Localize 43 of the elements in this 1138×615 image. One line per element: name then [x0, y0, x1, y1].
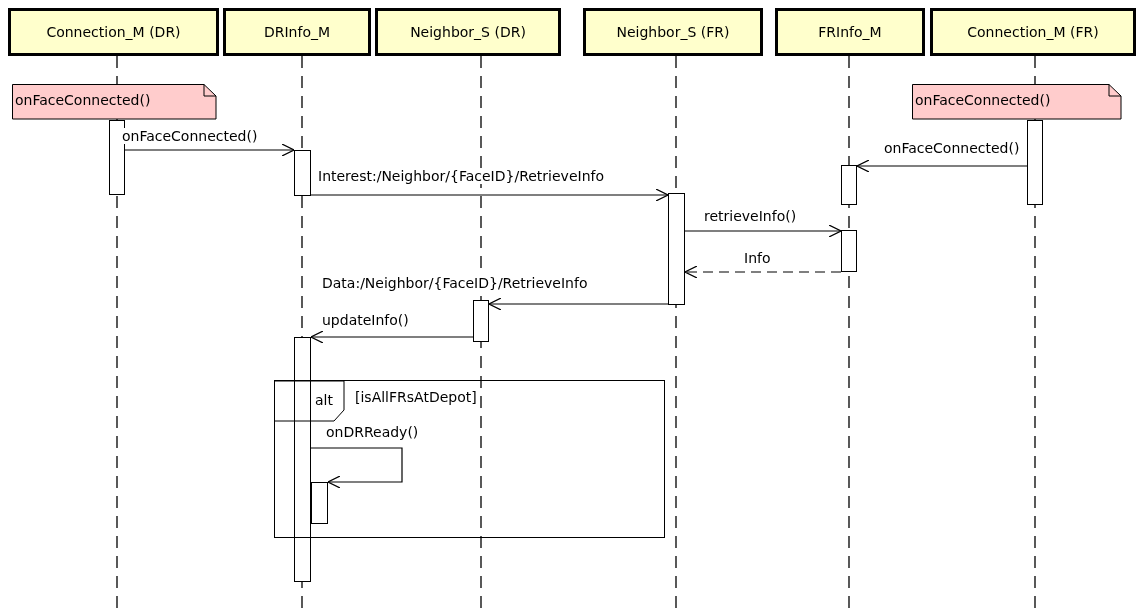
participant-name: Connection_M (DR): [46, 24, 181, 40]
edge-label: retrieveInfo(): [704, 208, 797, 224]
participant-box: [8, 8, 219, 56]
note-text: onFaceConnected(): [915, 92, 1051, 108]
message-arrow: [856, 159, 1028, 173]
participant-name: Neighbor_S (DR): [410, 24, 526, 40]
participant-name: DRInfo_M: [263, 24, 331, 40]
participant-name: Neighbor_S (FR): [616, 24, 730, 40]
note-box: [912, 84, 1122, 120]
participant-box: [223, 8, 371, 56]
guard-condition: [isAllFRsAtDepot]: [355, 389, 477, 405]
edge-label: Data:/Neighbor/{FaceID}/RetrieveInfo: [322, 275, 588, 291]
edge-label: updateInfo(): [322, 312, 409, 328]
activation-bar: [841, 165, 857, 205]
message-arrow: [684, 224, 842, 238]
activation-bar: [841, 230, 857, 272]
frame-operator: alt: [315, 392, 333, 408]
activation-bar: [294, 150, 311, 196]
participant-box: [375, 8, 561, 56]
activation-bar: [473, 300, 489, 342]
edge-label: onDRReady(): [326, 424, 419, 440]
message-arrow: [488, 297, 669, 311]
message-arrow: [310, 447, 403, 489]
message-arrow: [310, 188, 669, 202]
message-arrow: [310, 330, 474, 344]
activation-bar: [311, 482, 328, 524]
activation-bar: [1027, 120, 1043, 205]
alt-frame: [274, 380, 665, 538]
message-arrow: [124, 143, 295, 157]
participant-name: Connection_M (FR): [967, 24, 1099, 40]
note-box: [12, 84, 217, 120]
edge-label: Interest:/Neighbor/{FaceID}/RetrieveInfo: [318, 168, 604, 184]
participant-box: [583, 8, 763, 56]
edge-label: Info: [744, 250, 771, 266]
return-arrow: [684, 265, 842, 279]
edge-label: onFaceConnected(): [122, 128, 258, 144]
participant-box: [775, 8, 925, 56]
edge-label: onFaceConnected(): [884, 140, 1020, 156]
participant-box: [930, 8, 1136, 56]
participant-name: FRInfo_M: [818, 24, 882, 40]
activation-bar: [668, 193, 685, 305]
activation-bar: [294, 337, 311, 582]
note-text: onFaceConnected(): [15, 92, 151, 108]
